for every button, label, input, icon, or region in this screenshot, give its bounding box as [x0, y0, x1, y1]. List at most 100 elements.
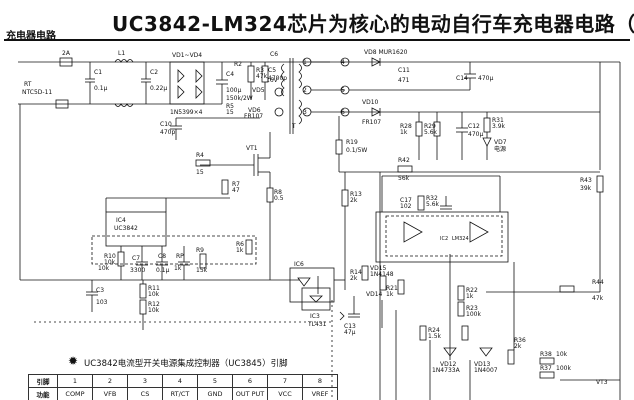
ic-label: IC6 — [294, 261, 304, 268]
component-label: VD12 — [440, 361, 457, 368]
component-label: 2A — [62, 50, 71, 57]
section-label: 充电器电路 — [6, 31, 56, 42]
component-label: R37 — [540, 365, 552, 372]
component-label: 3.9k — [492, 123, 506, 130]
component-label: R43 — [580, 177, 592, 184]
component-label: 471 — [398, 77, 410, 84]
pin-number: 3 — [127, 374, 163, 388]
component-label: R14 — [350, 269, 362, 276]
optocoupler-ic6 — [289, 267, 335, 303]
component-label: 1k — [400, 129, 408, 136]
component-label: 56k — [398, 175, 410, 182]
table-row: 功能 COMP VFB CS RT/CT GND OUT PUT VCC VRE… — [28, 387, 338, 400]
pin-function: CS — [127, 387, 163, 400]
component-label: 5.6k — [424, 129, 438, 136]
pin-function: GND — [197, 387, 233, 400]
pin-function: COMP — [57, 387, 93, 400]
component-label: VD14 — [366, 291, 383, 298]
pin-function: OUT PUT — [232, 387, 268, 400]
component-label: 15 — [226, 109, 234, 116]
pin-function: VREF — [302, 387, 338, 400]
node-label: 1 — [303, 59, 307, 66]
component-label: C6 — [270, 51, 278, 58]
component-label: 10k — [148, 307, 160, 314]
node-label: 4 — [341, 59, 345, 66]
table-row: 引脚 1 2 3 4 5 6 7 8 — [28, 374, 338, 388]
ic-part-label: TL431 — [307, 321, 327, 328]
ic-part-label: LM324 — [452, 236, 469, 242]
component-label: R10 — [104, 253, 116, 260]
component-label: 100k — [556, 365, 571, 372]
component-label: C17 — [400, 197, 412, 204]
component-label: R24 — [428, 327, 440, 334]
component-label: 5.6k — [426, 201, 440, 208]
ic-label: IC2 — [440, 236, 448, 242]
pin-number: 2 — [92, 374, 128, 388]
bridge-rectifier — [169, 61, 205, 105]
component-label: 47k — [592, 295, 604, 302]
pin-function: RT/CT — [162, 387, 198, 400]
node-label: 5 — [341, 87, 345, 94]
component-label: 39k — [580, 185, 592, 192]
component-label: 470μ — [478, 75, 493, 82]
component-label: 0.1μ — [156, 267, 170, 274]
component-label: 10k — [104, 259, 116, 266]
pin-number: 5 — [197, 374, 233, 388]
pin-panel-title: UC3842电流型开关电源集成控制器（UC3845）引脚 — [84, 359, 288, 369]
component-label: C5 — [268, 67, 276, 74]
node-label: 3 — [303, 109, 307, 116]
component-label: R36 — [514, 337, 526, 344]
component-label: 0.22μ — [150, 85, 167, 92]
component-label: R22 — [466, 287, 478, 294]
pin-function: VCC — [267, 387, 303, 400]
ic-part-label: UC3842 — [114, 225, 138, 232]
component-label: C11 — [398, 67, 410, 74]
component-label: 1N5399×4 — [170, 109, 203, 116]
component-label: FR107 — [362, 119, 381, 126]
component-label: 100k — [466, 311, 481, 318]
pin-function: VFB — [92, 387, 128, 400]
component-label: R3 — [256, 67, 264, 74]
component-label: 3300 — [130, 267, 145, 274]
component-label: C13 — [344, 323, 356, 330]
component-label: R6 — [236, 241, 244, 248]
component-label: R13 — [350, 191, 362, 198]
component-label: 0.5 — [274, 195, 284, 202]
component-label: VD8 MUR1620 — [364, 49, 408, 56]
pin-table: 引脚 1 2 3 4 5 6 7 8 功能 COMP VFB CS RT/CT … — [28, 374, 338, 400]
component-label: FR107 — [244, 113, 263, 120]
component-label: 16V — [266, 77, 279, 84]
page-title: UC3842-LM324芯片为核心的电动自行车充电器电路（3/3） — [112, 12, 634, 36]
component-label: R12 — [148, 301, 160, 308]
fuse-symbol — [59, 57, 73, 67]
component-label: 47μ — [344, 329, 356, 336]
component-label: RT — [24, 81, 32, 88]
component-label: 470μ — [468, 131, 483, 138]
component-label: C8 — [158, 253, 166, 260]
component-label: 102 — [400, 203, 412, 210]
component-label: C7 — [132, 255, 140, 262]
component-label: C1 — [94, 69, 102, 76]
component-label: 10k — [148, 291, 160, 298]
component-label: R11 — [148, 285, 160, 292]
component-label: VD5 — [252, 87, 265, 94]
component-label: R29 — [424, 123, 436, 130]
component-label: 47k — [256, 73, 268, 80]
component-label: C14 — [456, 75, 468, 82]
component-label: RP — [176, 253, 184, 260]
ic-label: IC4 — [116, 217, 126, 224]
component-label: 4700p — [268, 75, 287, 82]
component-label: C12 — [468, 123, 480, 130]
component-label: R5 — [226, 103, 234, 110]
component-label: VD10 — [362, 99, 379, 106]
component-label: T — [291, 123, 296, 130]
star-icon: ✹ — [68, 354, 79, 368]
pin-number: 4 — [162, 374, 198, 388]
uc3842-pwm-ic — [105, 211, 167, 247]
pin-number: 6 — [232, 374, 268, 388]
component-label: R31 — [492, 117, 504, 124]
component-label: 10k — [556, 351, 568, 358]
component-label: 100μ — [226, 87, 241, 94]
component-label: 150k/2W — [226, 95, 253, 102]
